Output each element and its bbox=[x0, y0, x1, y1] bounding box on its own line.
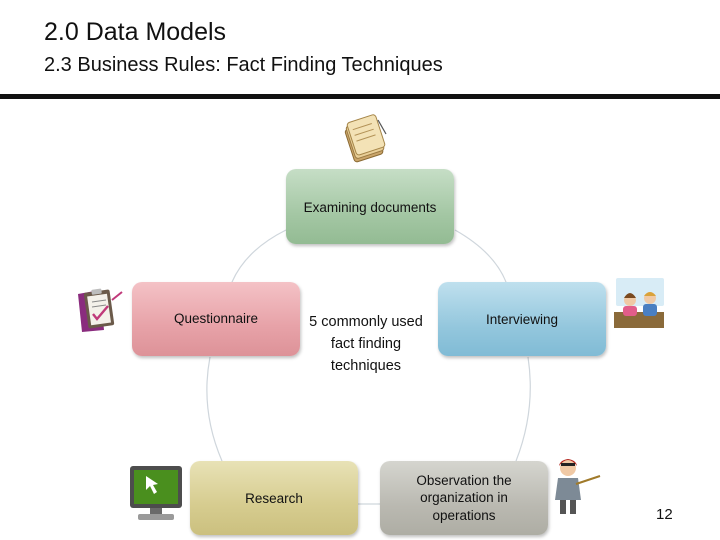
computer-monitor-icon bbox=[130, 466, 182, 520]
connector-arc-exam-inter bbox=[454, 229, 507, 283]
connector-arc-quest-exam bbox=[231, 229, 287, 283]
connector-arc-research-quest bbox=[206, 356, 223, 462]
interview-people-icon bbox=[614, 278, 664, 328]
page-number: 12 bbox=[656, 506, 673, 523]
slide-title: 2.0 Data Models bbox=[44, 18, 227, 46]
node-questionnaire: Questionnaire bbox=[132, 282, 300, 356]
slide-subtitle: 2.3 Business Rules: Fact Finding Techniq… bbox=[44, 54, 443, 76]
title-divider bbox=[0, 94, 720, 99]
clipboard-checklist-icon bbox=[78, 288, 123, 332]
node-research: Research bbox=[190, 461, 358, 535]
node-observation: Observation the organization in operatio… bbox=[380, 461, 548, 535]
node-examining-documents: Examining documents bbox=[286, 169, 454, 244]
node-interviewing: Interviewing bbox=[438, 282, 606, 356]
teacher-pointer-icon bbox=[555, 459, 601, 514]
center-label: 5 commonly used fact finding techniques bbox=[309, 314, 423, 374]
connector-arc-inter-obs bbox=[515, 356, 531, 462]
documents-icon bbox=[344, 114, 387, 163]
